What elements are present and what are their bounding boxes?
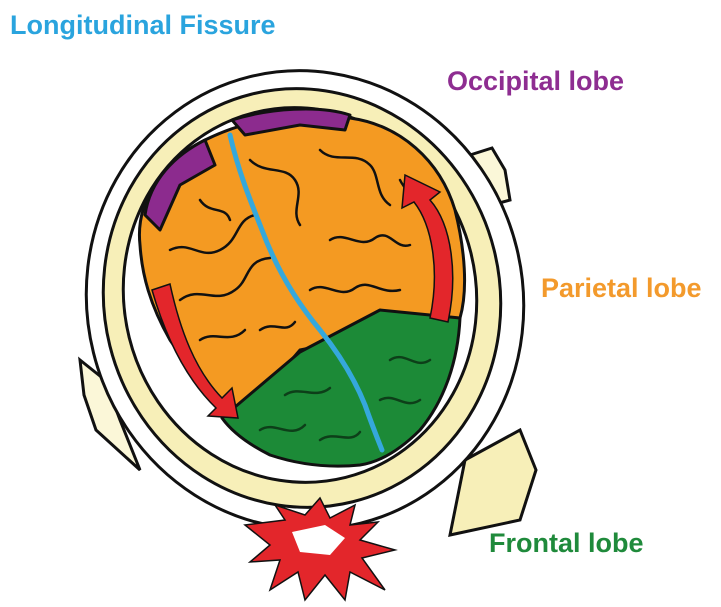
longitudinal-fissure-label: Longitudinal Fissure: [10, 12, 276, 39]
occipital-lobe-label: Occipital lobe: [447, 68, 624, 95]
parietal-lobe-label: Parietal lobe: [541, 275, 702, 302]
frontal-lobe-label: Frontal lobe: [489, 530, 644, 557]
